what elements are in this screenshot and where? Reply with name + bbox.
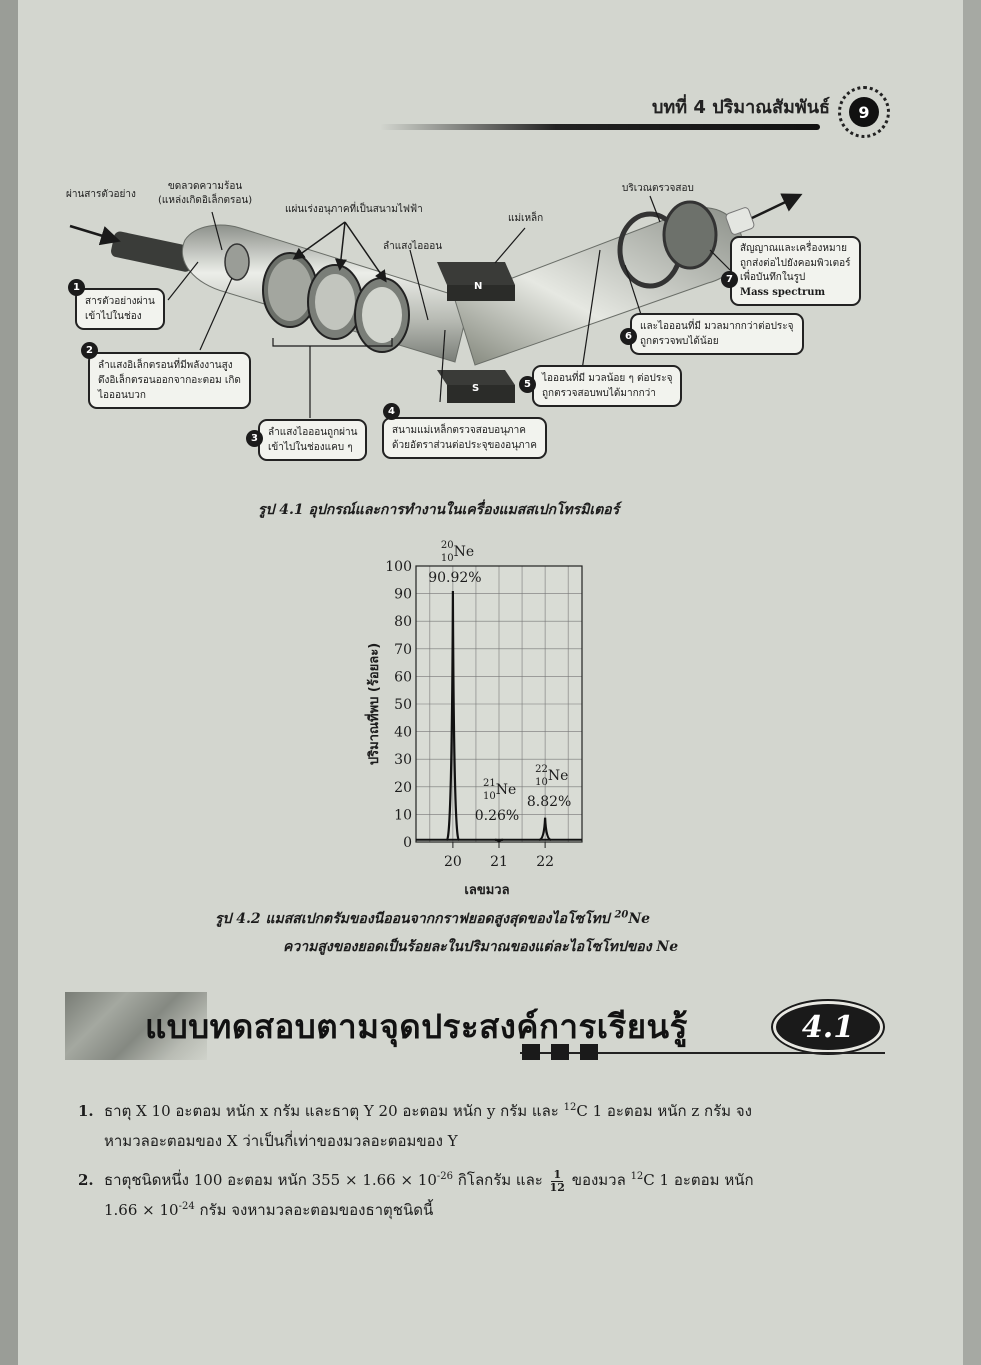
question-2-line1: ธาตุชนิดหนึ่ง 100 อะตอม หนัก 355 × 1.66 …: [104, 1167, 754, 1194]
banner-square-1: [522, 1044, 540, 1060]
y-tick-label: 60: [394, 669, 412, 685]
callout-3-number: 3: [246, 430, 263, 447]
section-badge: 4.1: [771, 999, 885, 1055]
question-2-line2: 1.66 × 10-24 กรัม จงหามวลอะตอมของธาตุชนิ…: [104, 1201, 434, 1219]
x-tick-label: 20: [444, 854, 462, 870]
y-tick-label: 50: [394, 697, 412, 713]
callout-7-number: 7: [721, 271, 738, 288]
callout-1: สารตัวอย่างผ่านเข้าไปในช่อง: [75, 288, 165, 330]
page-edge: [963, 0, 981, 1365]
page-spine: [0, 0, 18, 1365]
page-number: 9: [849, 97, 879, 127]
callout-7: สัญญาณและเครื่องหมายถูกส่งต่อไปยังคอมพิว…: [730, 236, 861, 306]
label-sample-inlet: ผ่านสารตัวอย่าง: [66, 189, 136, 200]
question-1-number: 1.: [78, 1102, 94, 1120]
x-axis-label: เลขมวล: [464, 883, 509, 898]
y-tick-label: 20: [394, 780, 412, 796]
peak-percent-22: 8.82%: [527, 794, 571, 810]
question-1-line2: หามวลอะตอมของ X ว่าเป็นกี่เท่าของมวลอะตอ…: [104, 1132, 458, 1150]
figure-4-2-caption-line2: ความสูงของยอดเป็นร้อยละในปริมาณของแต่ละไ…: [283, 939, 679, 955]
peak-percent-21: 0.26%: [475, 808, 519, 824]
label-detector: บริเวณตรวจสอบ: [622, 183, 694, 194]
label-heating-coil: ขดลวดความร้อน (แหล่งเกิดอิเล็กตรอน): [158, 181, 253, 206]
question-2: 2. ธาตุชนิดหนึ่ง 100 อะตอม หนัก 355 × 1.…: [78, 1165, 888, 1225]
banner-square-3: [580, 1044, 598, 1060]
y-tick-label: 40: [394, 725, 412, 741]
x-tick-label: 22: [536, 854, 554, 870]
peak-percent-20: 90.92%: [428, 570, 481, 586]
magnet-s-label: S: [472, 383, 480, 394]
callout-5-number: 5: [519, 376, 536, 393]
callout-1-number: 1: [68, 279, 85, 296]
y-tick-label: 70: [394, 642, 412, 658]
question-2-number: 2.: [78, 1171, 94, 1189]
callout-5: ไอออนที่มี มวลน้อย ๆ ต่อประจุถูกตรวจสอบพ…: [532, 365, 683, 407]
label-accel-plates: แผ่นเร่งอนุภาคที่เป็นสนามไฟฟ้า: [285, 204, 423, 215]
label-magnet: แม่เหล็ก: [508, 213, 544, 224]
callout-3: ลำแสงไอออนถูกผ่านเข้าไปในช่องแคบ ๆ: [258, 419, 368, 461]
y-tick-label: 0: [403, 835, 412, 851]
banner-square-2: [551, 1044, 569, 1060]
callout-4: สนามแม่เหล็กตรวจสอบอนุภาคด้วยอัตราส่วนต่…: [382, 417, 547, 459]
peak-22: [539, 817, 552, 841]
figure-4-2-caption-line1: รูป 4.2 แมสสเปกตรัมของนีออนจากกราฟยอดสูง…: [215, 909, 651, 927]
banner-lab-photo: [65, 992, 207, 1060]
callout-4-number: 4: [383, 403, 400, 420]
y-tick-label: 90: [394, 587, 412, 603]
label-ion-beam: ลำแสงไอออน: [383, 241, 443, 252]
peak-20: [445, 591, 460, 841]
question-1: 1. ธาตุ X 10 อะตอม หนัก x กรัม และธาตุ Y…: [78, 1096, 888, 1156]
y-tick-label: 30: [394, 752, 412, 768]
banner-rule: [520, 1052, 885, 1054]
magnet-n-label: N: [474, 281, 483, 292]
callout-2: ลำแสงอิเล็กตรอนที่มีพลังงานสูงดึงอิเล็กต…: [88, 352, 251, 409]
y-axis-label: ปริมาณที่พบ (ร้อยละ): [364, 643, 382, 765]
y-tick-label: 100: [385, 559, 412, 575]
question-1-line1: ธาตุ X 10 อะตอม หนัก x กรัม และธาตุ Y 20…: [104, 1102, 752, 1120]
header-rule: [380, 124, 820, 130]
callout-6-number: 6: [620, 328, 637, 345]
figure-4-1-caption: รูป 4.1 อุปกรณ์และการทำงานในเครื่องแมสสเ…: [258, 502, 620, 518]
y-tick-label: 10: [394, 807, 412, 823]
peak-21: [494, 838, 504, 844]
x-tick-label: 21: [490, 854, 508, 870]
callout-2-number: 2: [81, 342, 98, 359]
page-number-badge: 9: [838, 86, 890, 138]
section-title: แบบทดสอบตามจุดประสงค์การเรียนรู้: [145, 1007, 688, 1046]
chapter-title: บทที่ 4 ปริมาณสัมพันธ์: [652, 97, 830, 118]
callout-6: และไอออนที่มี มวลมากกว่าต่อประจุถูกตรวจพ…: [630, 313, 804, 355]
y-tick-label: 80: [394, 614, 412, 630]
